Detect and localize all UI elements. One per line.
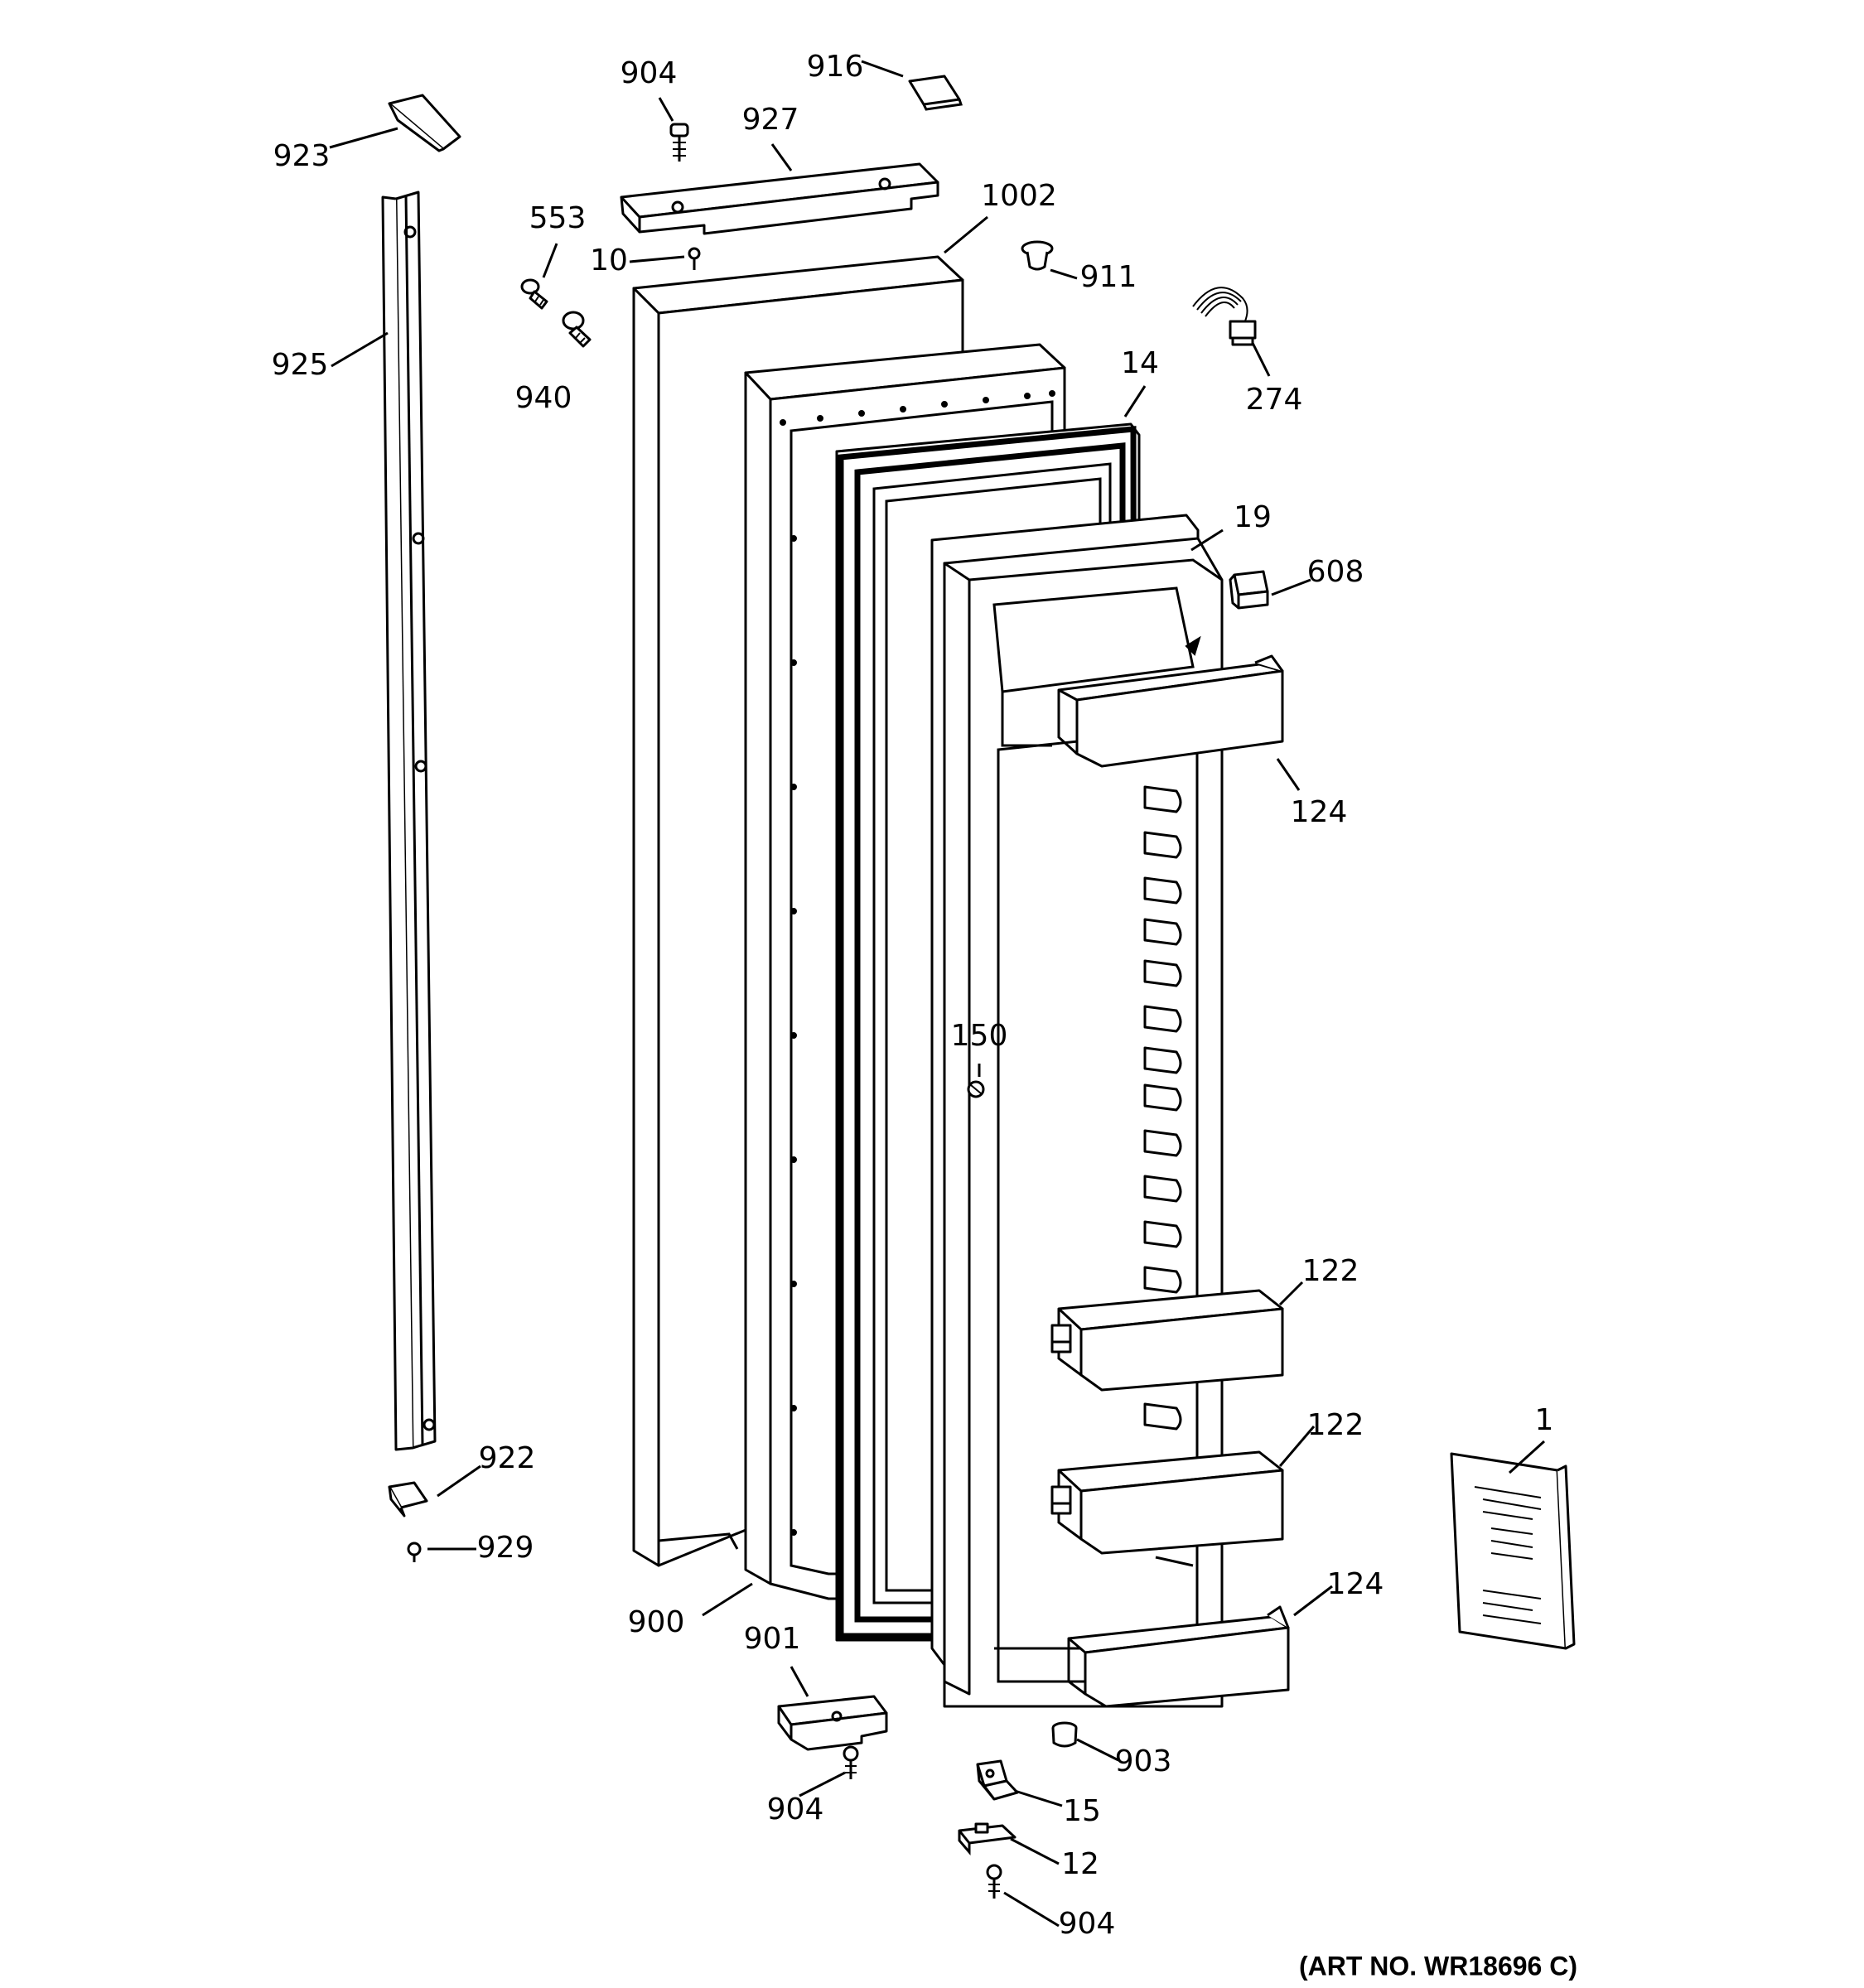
callout-940: 940 <box>515 381 572 415</box>
part-904-screw-bottom <box>986 1864 1002 1899</box>
part-274-wire-harness <box>1192 287 1257 346</box>
callout-122-lower: 122 <box>1307 1408 1364 1442</box>
part-122-bin-upper <box>1050 1289 1284 1392</box>
part-903-plug <box>1051 1721 1078 1748</box>
part-124-door-bin-top <box>1057 654 1284 768</box>
callout-608: 608 <box>1307 555 1364 589</box>
callout-901: 901 <box>744 1622 801 1656</box>
callout-19: 19 <box>1234 500 1272 534</box>
callout-150: 150 <box>951 1019 1008 1053</box>
part-916-block <box>908 75 963 111</box>
part-904-screw-top <box>669 123 689 162</box>
callout-14: 14 <box>1121 346 1159 380</box>
leader-lines <box>329 60 1546 1928</box>
callout-929: 929 <box>477 1531 534 1565</box>
callout-900: 900 <box>628 1605 685 1639</box>
callout-911: 911 <box>1080 260 1137 294</box>
part-15-hinge <box>976 1759 1019 1801</box>
part-911-cap <box>1021 240 1054 271</box>
callout-124-bottom: 124 <box>1327 1567 1384 1601</box>
callout-122-upper: 122 <box>1302 1254 1359 1288</box>
part-904-screw-mid <box>843 1745 859 1779</box>
callout-925: 925 <box>272 348 329 382</box>
part-922-bracket <box>388 1481 428 1518</box>
callout-10: 10 <box>590 244 628 277</box>
callout-903: 903 <box>1115 1744 1172 1778</box>
callout-124-top: 124 <box>1291 795 1348 829</box>
callout-904-top: 904 <box>621 56 678 90</box>
callout-labels: 923 925 904 916 927 553 10 940 1002 911 … <box>272 50 1554 1941</box>
art-number: (ART NO. WR18696 C) <box>1299 1951 1577 1981</box>
callout-1002: 1002 <box>981 179 1057 213</box>
part-901-bottom-cap <box>777 1695 888 1751</box>
part-929-screw <box>407 1542 422 1562</box>
callout-274: 274 <box>1246 383 1303 417</box>
callout-927: 927 <box>742 103 799 137</box>
part-12-hinge-plate <box>958 1822 1017 1856</box>
part-122-bin-lower <box>1050 1450 1284 1555</box>
part-927-top-cap <box>620 162 939 235</box>
part-150-screw <box>967 1080 985 1098</box>
part-553-pin <box>520 278 548 310</box>
callout-916: 916 <box>807 50 864 84</box>
shelf-support-ladder <box>1143 785 1182 1431</box>
callout-12: 12 <box>1061 1847 1099 1881</box>
callout-904-mid: 904 <box>767 1793 824 1826</box>
callout-553: 553 <box>529 201 587 235</box>
callout-922: 922 <box>479 1441 536 1475</box>
callout-904-bottom: 904 <box>1059 1907 1116 1941</box>
part-1-owner-manual <box>1450 1452 1576 1650</box>
part-10-screw <box>688 247 701 270</box>
callout-923: 923 <box>273 139 331 173</box>
part-608-switch <box>1229 570 1269 610</box>
callout-15: 15 <box>1063 1794 1101 1828</box>
part-124-door-bin-bottom <box>1067 1605 1290 1708</box>
part-940-pin <box>562 311 592 348</box>
callout-1: 1 <box>1535 1403 1554 1437</box>
part-925-trim-strip <box>381 191 437 1451</box>
part-923-hinge-cap <box>388 94 461 152</box>
